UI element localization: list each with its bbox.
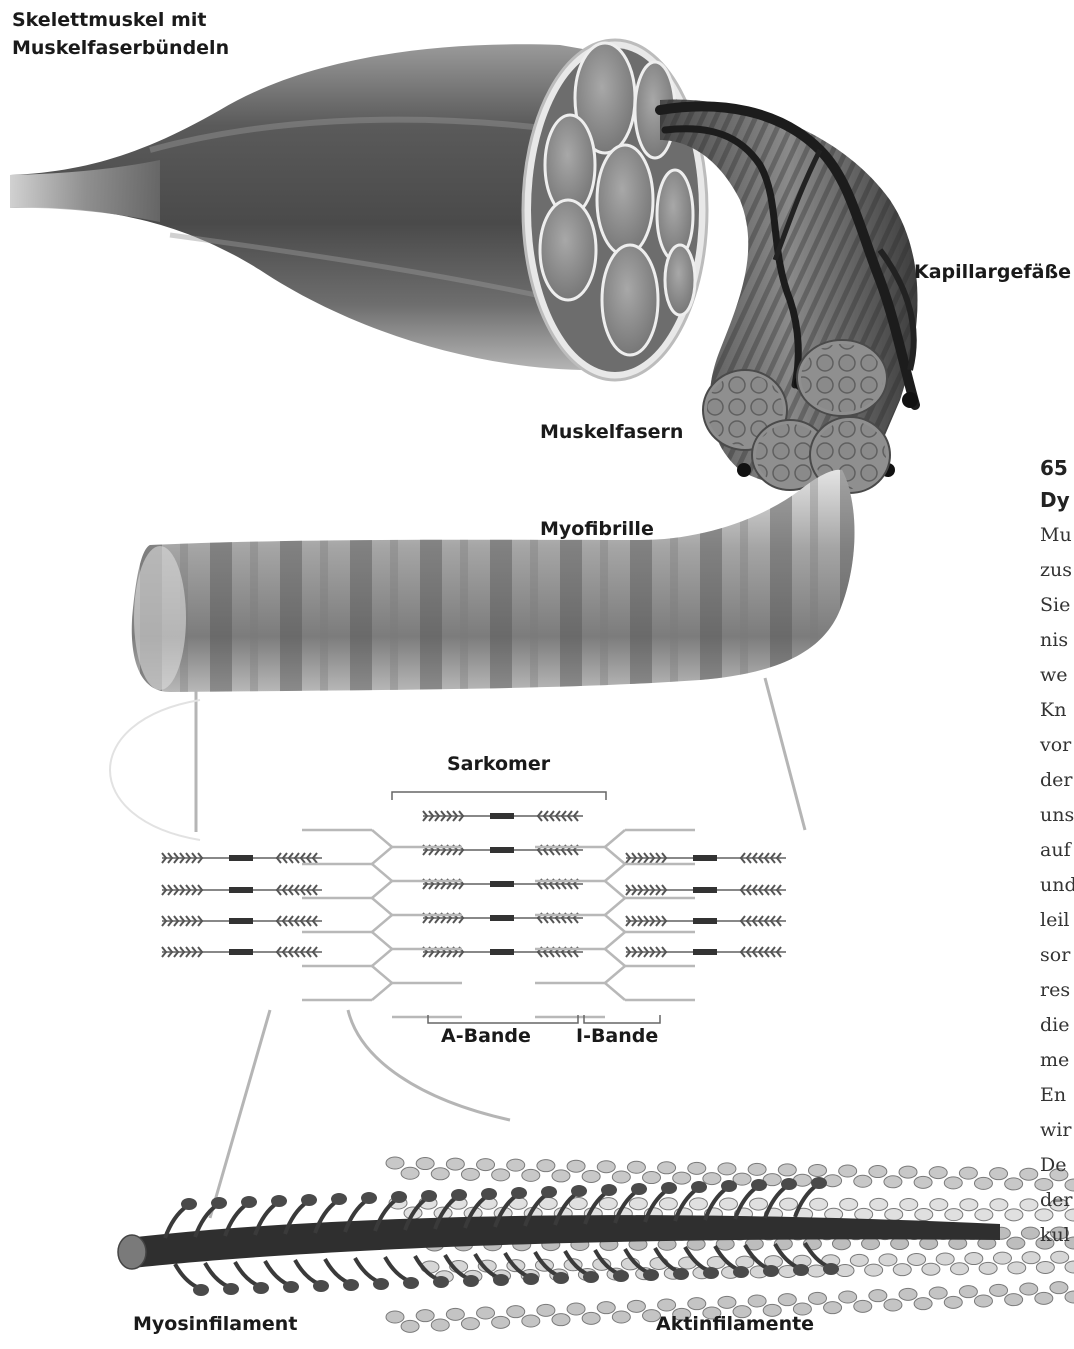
side-body-line: res [1040, 973, 1074, 1008]
side-body-line: leil [1040, 903, 1074, 938]
label-skeletal-muscle-line2: Muskelfaserbündeln [12, 34, 229, 62]
filament-detail [118, 1157, 1074, 1332]
label-capillaries: Kapillargefäße [914, 258, 1071, 286]
side-body-line: me [1040, 1043, 1074, 1078]
skeletal-muscle [10, 44, 600, 370]
thick-filament [423, 811, 583, 821]
label-myosin-filament: Myosinfilament [133, 1310, 297, 1338]
sarcomere-brackets [392, 792, 660, 1023]
side-body-line: uns [1040, 798, 1074, 833]
myofibril [132, 470, 855, 692]
myosin-filament [118, 1177, 1000, 1296]
side-body-line: Sie [1040, 588, 1074, 623]
side-body-line: nis [1040, 623, 1074, 658]
thick-filament [162, 916, 322, 926]
side-heading-line1: 65 [1040, 452, 1068, 484]
thick-filament [626, 853, 786, 863]
side-heading-line2: Dy [1040, 484, 1070, 516]
side-body-line: Kn [1040, 693, 1074, 728]
side-body-line: vor [1040, 728, 1074, 763]
thick-filament [626, 885, 786, 895]
label-sarcomere: Sarkomer [447, 750, 550, 778]
label-actin-filaments: Aktinfilamente [656, 1310, 814, 1338]
label-muscle-fibers: Muskelfasern [540, 418, 683, 446]
sarcomere-diagram [162, 811, 786, 1017]
actin-filament [421, 1251, 1074, 1283]
side-body-line: die [1040, 1008, 1074, 1043]
side-body-line: der [1040, 763, 1074, 798]
thick-filament [162, 947, 322, 957]
label-skeletal-muscle-line1: Skelettmuskel mit [12, 6, 206, 34]
side-body-line: En [1040, 1078, 1074, 1113]
thick-filament [626, 916, 786, 926]
side-body-line: und [1040, 868, 1074, 903]
thick-filament [626, 947, 786, 957]
side-body-line: zus [1040, 553, 1074, 588]
side-body-line: kul [1040, 1218, 1074, 1253]
side-body-line: sor [1040, 938, 1074, 973]
side-body-line: auf [1040, 833, 1074, 868]
label-a-band: A-Bande [441, 1022, 531, 1050]
side-body-line: Mu [1040, 518, 1074, 553]
z-line [302, 830, 462, 1017]
thick-filament [162, 853, 322, 863]
label-myofibril: Myofibrille [540, 515, 654, 543]
label-i-band: I-Bande [576, 1022, 658, 1050]
muscle-cross-section [523, 40, 707, 380]
side-body-line: De [1040, 1148, 1074, 1183]
thick-filament [162, 885, 322, 895]
side-body-line: we [1040, 658, 1074, 693]
side-body-line: der [1040, 1183, 1074, 1218]
side-body-line: wir [1040, 1113, 1074, 1148]
